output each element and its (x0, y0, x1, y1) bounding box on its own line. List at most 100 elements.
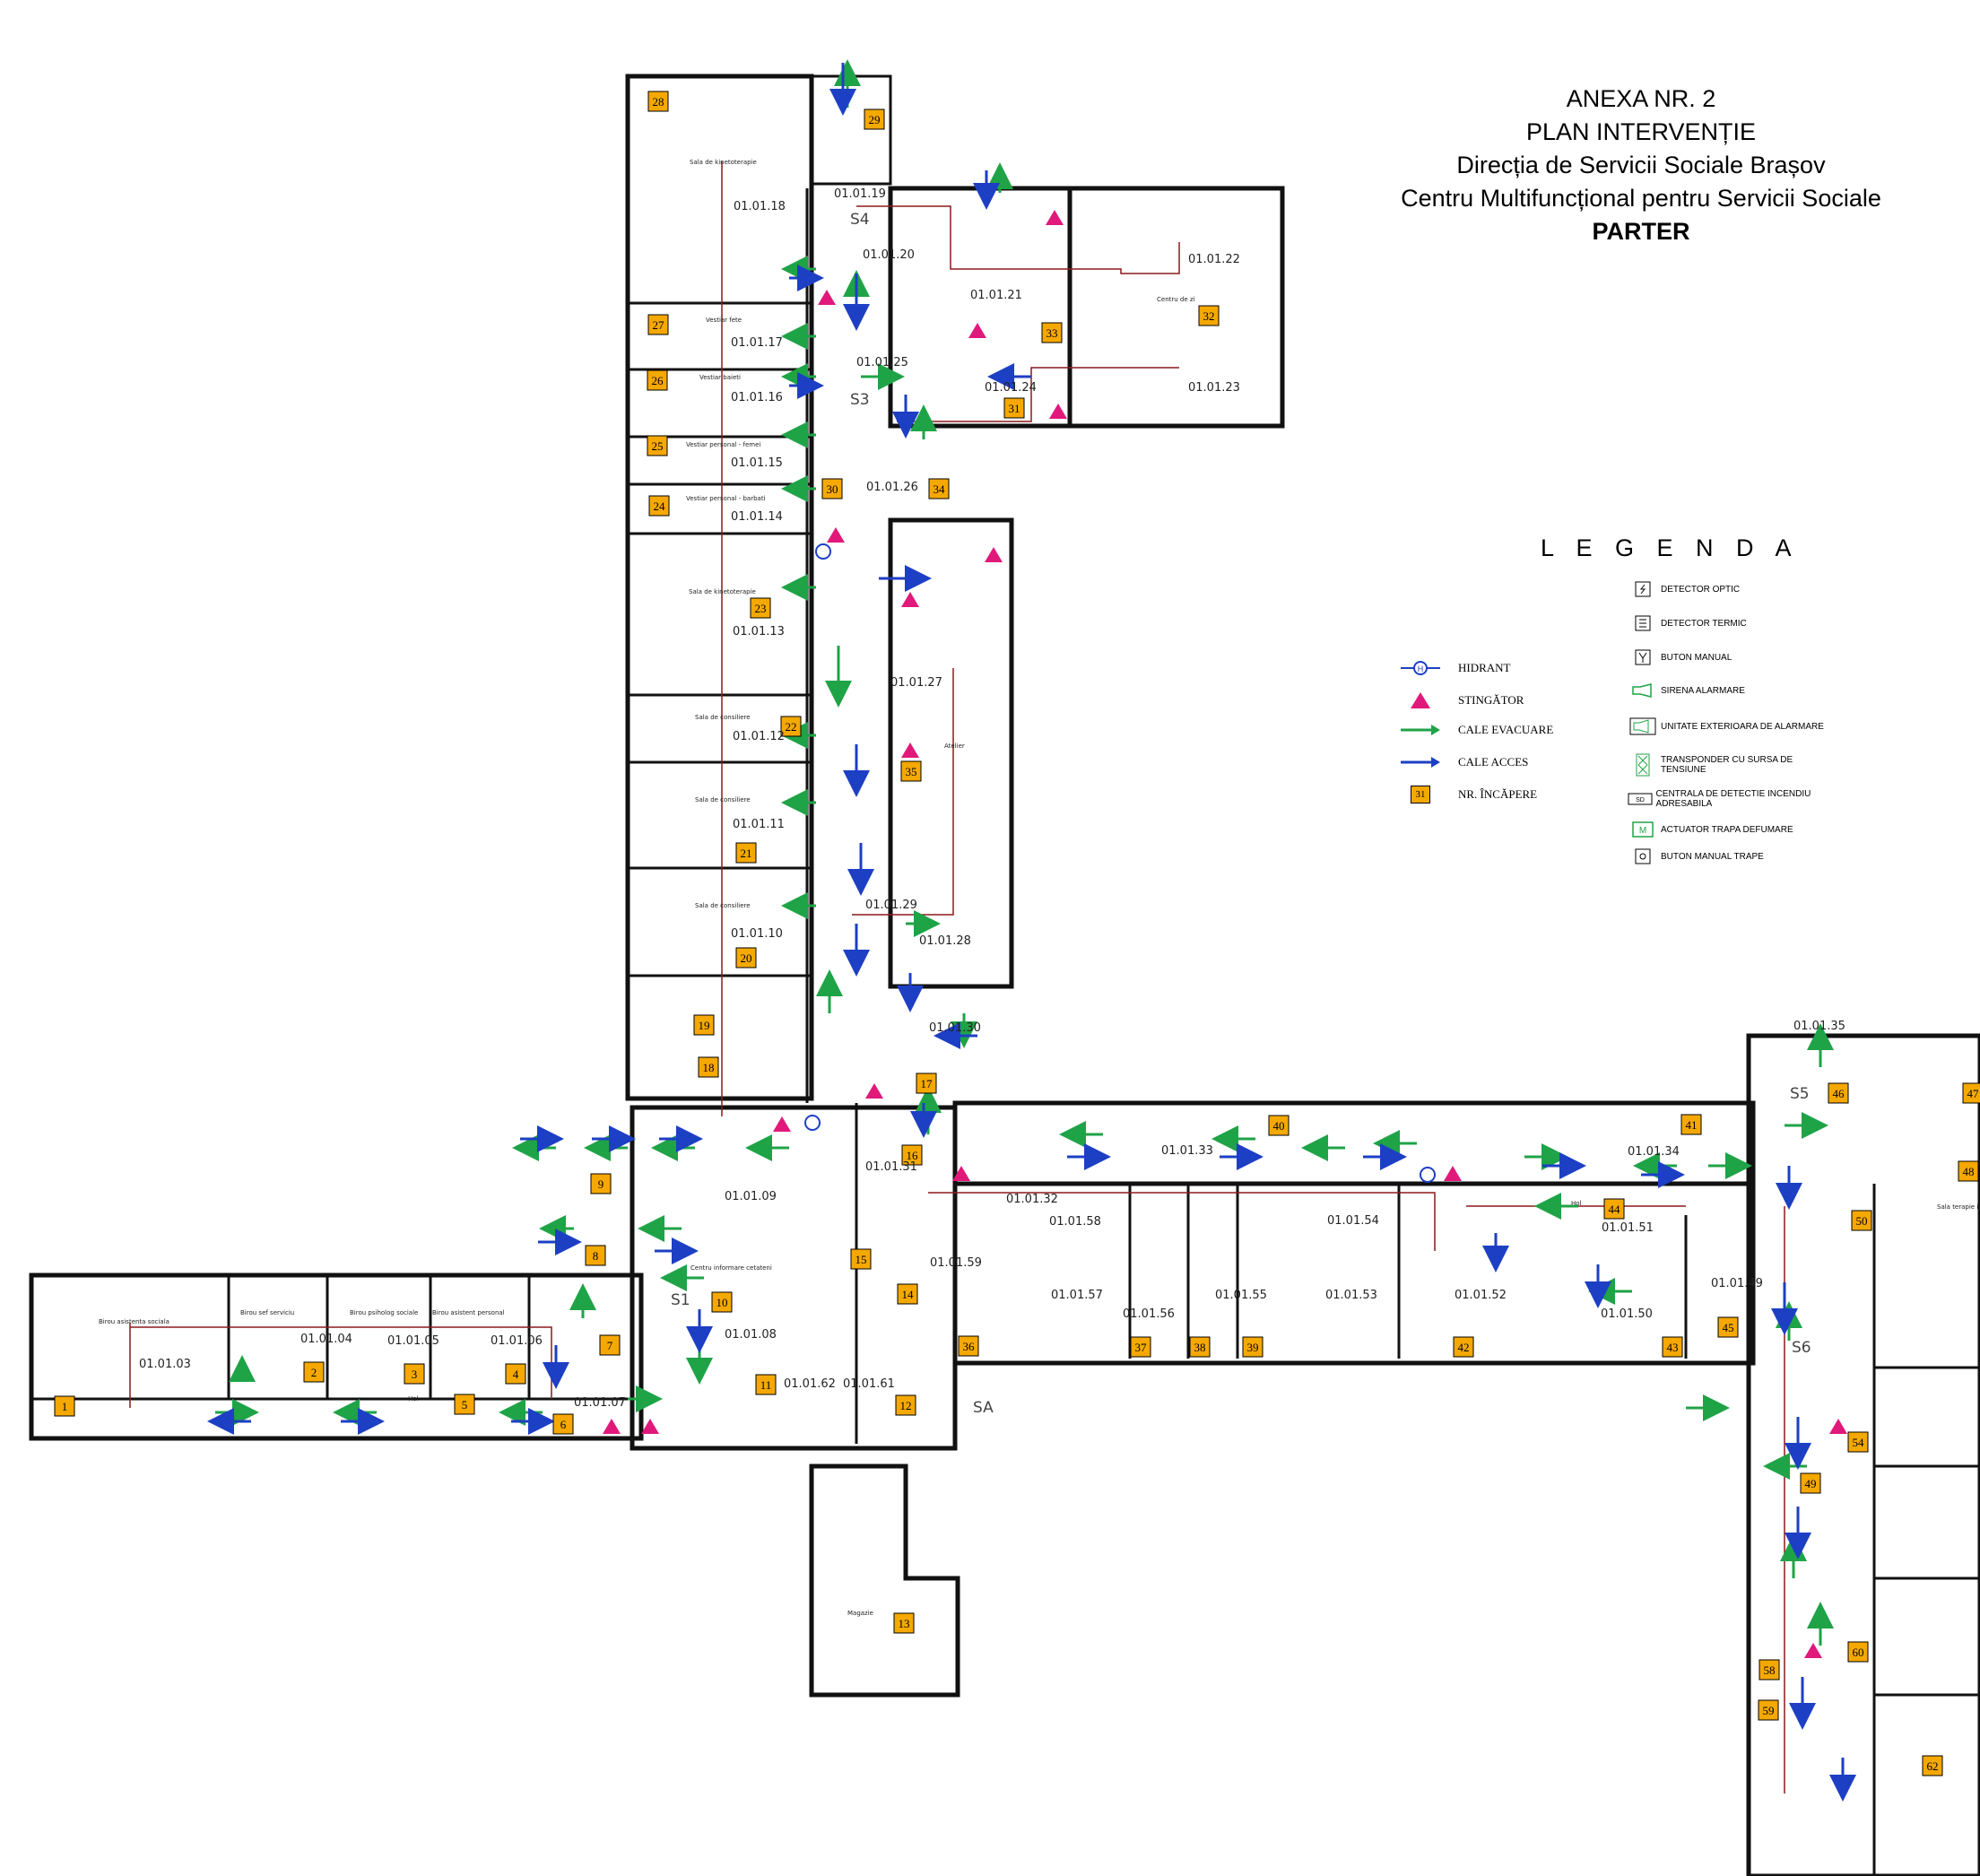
room-badge (1828, 1082, 1849, 1104)
room-badge (647, 314, 669, 335)
room-badge-number: 8 (593, 1249, 599, 1263)
room-badge-number: 9 (598, 1177, 604, 1191)
room-badge (303, 1361, 325, 1383)
extinguisher-icon (827, 527, 845, 543)
room-badge-number: 17 (921, 1077, 934, 1090)
room-badge-number: 54 (1853, 1436, 1865, 1449)
room-badge-number: 62 (1927, 1759, 1939, 1773)
room-badge-number: 1 (62, 1400, 68, 1413)
room-badge (1758, 1699, 1779, 1721)
room-badge (750, 597, 771, 619)
room-badge (1800, 1472, 1821, 1494)
room-badge-number: 14 (902, 1288, 915, 1301)
thermal-detector-icon (1625, 615, 1661, 631)
room-badge-number: 25 (652, 439, 664, 453)
room-badge (1962, 1082, 1980, 1104)
room-badge (711, 1291, 733, 1313)
alarm-siren-icon (1625, 683, 1661, 698)
room-badge (735, 947, 757, 968)
room-badge-number: 45 (1723, 1321, 1734, 1334)
room-badge (864, 109, 885, 130)
facility-name: Centru Multifuncțional pentru Servicii S… (1401, 185, 1881, 212)
room-badge (1603, 1198, 1625, 1220)
room-badge-number: 28 (653, 95, 664, 109)
room-badge-number: 11 (760, 1378, 772, 1392)
room-badge (893, 1612, 915, 1634)
hydrant-icon (804, 1115, 821, 1131)
room-badge-number: 16 (907, 1149, 919, 1162)
room-badge (599, 1334, 621, 1356)
room-badge-number: 4 (513, 1368, 519, 1381)
room-badge (1198, 305, 1220, 326)
room-badge-number: 41 (1686, 1118, 1698, 1132)
extinguisher-icon (952, 1166, 970, 1181)
organization: Direcția de Servicii Sociale Brașov (1456, 152, 1826, 178)
room-badge (1268, 1115, 1290, 1136)
room-badge-number: 20 (741, 951, 752, 965)
room-badge (1851, 1210, 1872, 1231)
room-badge (647, 369, 668, 391)
access-routes (207, 63, 1856, 1802)
extinguisher-icon (985, 547, 1003, 562)
floor-name: PARTER (1592, 218, 1690, 245)
room-badge-number: 59 (1763, 1704, 1775, 1717)
svg-text:H: H (1418, 664, 1424, 673)
room-badge (590, 1173, 612, 1194)
legend-item-nr-incapere: 31 NR. ÎNCĂPERE (1399, 786, 1537, 803)
legend-right: DETECTOR OPTIC DETECTOR TERMIC BUTON MAN… (1625, 581, 1858, 868)
room-badge-number: 22 (786, 720, 797, 734)
svg-text:SD: SD (1636, 797, 1645, 803)
room-badge-number: 44 (1609, 1203, 1621, 1216)
room-badge-number: 47 (1967, 1087, 1980, 1100)
room-badge-number: 43 (1667, 1341, 1679, 1354)
room-badge-number: 10 (716, 1296, 728, 1309)
room-badge (895, 1394, 916, 1416)
room-badge (585, 1245, 606, 1266)
room-badge-number: 26 (652, 374, 664, 387)
room-badge-number: 13 (899, 1617, 910, 1630)
room-badge-number: 33 (1046, 326, 1058, 340)
room-badge (1130, 1336, 1151, 1358)
room-badge (698, 1056, 719, 1078)
legend-item-detector-termic: DETECTOR TERMIC (1625, 615, 1840, 631)
room-badge (1922, 1755, 1943, 1776)
legend-item-transponder: TRANSPONDER CU SURSA DE TENSIUNE (1625, 753, 1840, 777)
outdoor-alarm-unit-icon (1625, 717, 1661, 735)
room-badge-number: 12 (900, 1399, 912, 1412)
room-badge-number: 30 (827, 482, 838, 496)
hatch-button-icon (1625, 848, 1661, 864)
legend-item-sirena: SIRENA ALARMARE (1625, 683, 1840, 698)
room-badge-number: 49 (1805, 1477, 1817, 1490)
room-badge-number: 35 (906, 765, 917, 778)
room-number-icon: 31 (1399, 786, 1442, 803)
extinguisher-icon (968, 323, 986, 338)
room-badge-number: 24 (654, 499, 666, 513)
extinguisher-icon (1046, 210, 1064, 225)
room-badge-number: 5 (462, 1398, 468, 1411)
room-badge-number: 2 (311, 1366, 317, 1379)
building-walls (29, 74, 1980, 1876)
room-badge (1680, 1114, 1702, 1135)
room-badge (780, 716, 802, 737)
room-badge (1662, 1336, 1683, 1358)
room-badge (958, 1335, 979, 1357)
room-badge-number: 21 (741, 847, 752, 860)
room-badge (900, 760, 922, 782)
room-badge (1847, 1431, 1869, 1453)
legend-item-unitate-exterioara: UNITATE EXTERIOARA DE ALARMARE (1625, 717, 1840, 735)
legend-item-cale-evacuare: CALE EVACUARE (1399, 723, 1553, 737)
room-badge-number: 31 (1009, 402, 1020, 415)
room-badge-number: 15 (855, 1253, 867, 1266)
annex-label: ANEXA NR. 2 (1566, 85, 1716, 112)
legend-item-buton-trape: BUTON MANUAL TRAPE (1625, 848, 1840, 864)
room-badge (647, 91, 669, 112)
hydrant-icon (815, 543, 831, 560)
room-badge (454, 1394, 475, 1415)
room-badge-number: 50 (1856, 1214, 1868, 1228)
legend-item-buton-manual: BUTON MANUAL (1625, 649, 1840, 665)
legend-item-hidrant: H HIDRANT (1399, 659, 1511, 677)
svg-text:M: M (1639, 826, 1646, 836)
room-badge-number: 27 (653, 318, 665, 332)
